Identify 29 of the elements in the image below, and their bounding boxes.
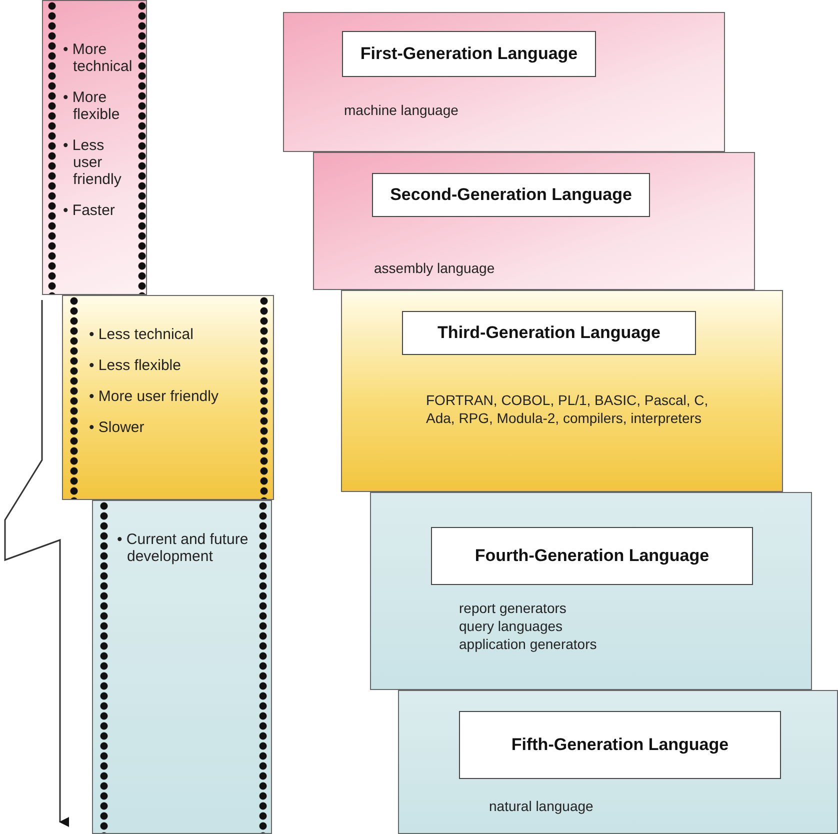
bullet-item: • More flexible	[63, 89, 121, 123]
heading-box: Third-Generation Language	[402, 311, 696, 355]
description-text: machine language	[344, 101, 460, 119]
file-card	[283, 12, 725, 152]
bullet-item: • More user friendly	[89, 388, 220, 405]
bullet-item: • Slower	[89, 419, 146, 436]
heading-box: Fifth-Generation Language	[459, 711, 781, 779]
description-text: assembly language	[374, 259, 496, 277]
bullet-item: • Less technical	[89, 326, 194, 343]
description-text: report generators	[459, 599, 568, 617]
bullet-item: • Current and future development	[117, 531, 250, 565]
heading-box: Second-Generation Language	[372, 173, 650, 217]
file-card	[313, 152, 755, 290]
description-text: query languages	[459, 617, 564, 635]
notebook-card	[92, 500, 272, 834]
notebook-card	[62, 295, 274, 500]
file-card	[398, 690, 838, 834]
description-text: FORTRAN, COBOL, PL/1, BASIC, Pascal, C, Ada, RPG, Modula-2, compilers, interpreters	[426, 391, 710, 427]
bullet-item: • More technical	[63, 41, 134, 75]
notebook-card	[42, 0, 147, 295]
bullet-item: • Faster	[63, 202, 116, 219]
description-text: natural language	[489, 797, 594, 815]
description-text: application generators	[459, 635, 598, 653]
bullet-item: • Less user friendly	[63, 137, 122, 188]
heading-box: Fourth-Generation Language	[431, 527, 753, 585]
bullet-item: • Less flexible	[89, 357, 182, 374]
heading-box: First-Generation Language	[342, 31, 596, 77]
file-card	[341, 290, 783, 492]
file-card	[370, 492, 812, 690]
